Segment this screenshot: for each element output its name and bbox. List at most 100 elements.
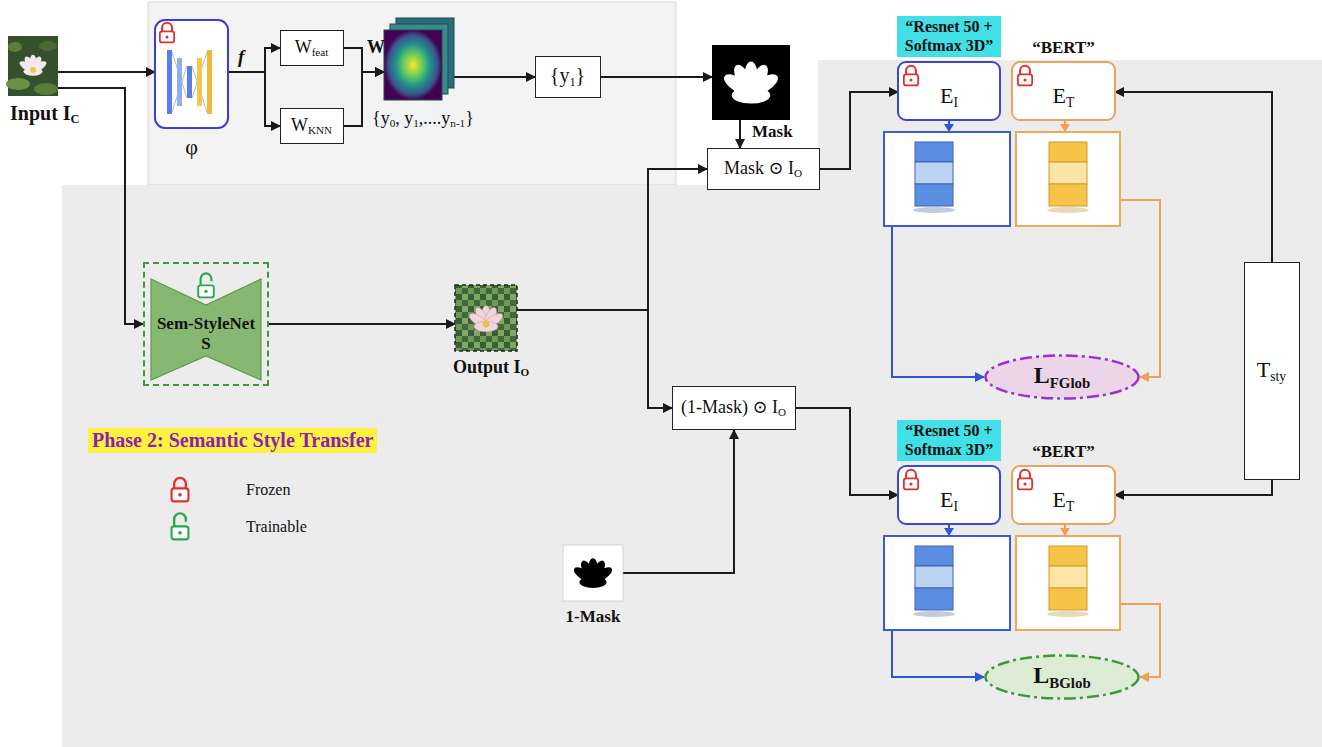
label-text: “BERT”: [1032, 38, 1095, 57]
text-block: ET: [1053, 83, 1075, 110]
text-line: φ: [185, 134, 198, 159]
label-text: Mask: [752, 122, 793, 141]
loss-ellipse: LFGlob: [984, 354, 1140, 400]
trainable-lock-icon: [172, 513, 189, 539]
label-text: E: [1053, 487, 1066, 512]
text-block: Tsty: [1257, 357, 1286, 384]
label-text: L: [1034, 362, 1050, 388]
loss-ellipse-shape: [986, 356, 1139, 399]
label-text: E: [940, 83, 953, 108]
label-text: L: [1033, 662, 1049, 688]
label-text: “BERT”: [1032, 442, 1095, 461]
text-line: ET: [1053, 83, 1075, 110]
text-line: S: [157, 334, 255, 354]
process-box: Wfeat: [280, 30, 344, 66]
connector-arrow: [623, 430, 734, 573]
output-photo: [455, 285, 517, 351]
text-block: WKNN: [291, 115, 332, 137]
text-block: {y0, y1,....yn-1}: [372, 108, 474, 130]
loss-ellipse: LBGlob: [984, 654, 1140, 700]
connector-arrow: [269, 323, 455, 325]
label-text: Phase 2: Semantic Style Transfer: [92, 429, 373, 451]
label-text: “Resnet 50 + Softmax 3D”: [905, 422, 993, 457]
masked-output-box: Mask ⊙ IO: [707, 148, 820, 190]
label-text: S: [201, 334, 210, 353]
label-text: E: [1053, 83, 1066, 108]
text-line: {y1}: [550, 64, 585, 89]
connector-arrow: [601, 76, 712, 78]
text-line: Phase 2: Semantic Style Transfer: [92, 429, 373, 452]
subscript: I: [953, 499, 958, 514]
text-block: EI: [940, 83, 958, 110]
embedding-boxes: [884, 124, 1120, 226]
text-encoder: “BERT”ET: [1012, 466, 1115, 524]
text-block: 1-Mask: [566, 607, 621, 627]
encoder-boxes: [898, 466, 1115, 524]
text-line: EI: [940, 83, 958, 110]
image-encoder: “Resnet 50 + Softmax 3D”EI: [898, 62, 1000, 120]
legend-label: Trainable: [246, 518, 307, 536]
label-text: ,....y: [419, 108, 451, 128]
text-line: LFGlob: [1034, 362, 1091, 391]
label-text: W: [295, 37, 312, 57]
label-text: Output I: [453, 357, 521, 377]
annotation-label: f: [238, 46, 244, 68]
subscript: FGlob: [1050, 375, 1091, 391]
input-photo: [6, 36, 58, 96]
label-text: Sem-StyleNet: [157, 314, 255, 333]
label-text: , y: [395, 108, 413, 128]
connector-arrow: [454, 76, 535, 78]
label-text: {y: [372, 108, 390, 128]
text-block: {y1}: [550, 64, 585, 89]
style-text-box: Tsty: [1244, 262, 1300, 480]
annotation-label: W: [367, 37, 385, 58]
text-block: Phase 2: Semantic Style Transfer: [88, 428, 377, 453]
subscript: I: [953, 95, 958, 110]
text-line: “BERT”: [1032, 442, 1095, 462]
text-line: “Resnet 50 + Softmax 3D”: [897, 18, 1001, 55]
label-text: (1-Mask) ⊙ I: [681, 397, 778, 417]
subscript: 1: [413, 117, 419, 129]
text-block: EI: [940, 487, 958, 514]
text-block: LFGlob: [1034, 362, 1091, 391]
subscript: O: [794, 167, 802, 179]
connector-arrow: [228, 72, 280, 126]
frozen-lock-icon: [172, 478, 189, 501]
image-encoder: “Resnet 50 + Softmax 3D”EI: [898, 466, 1000, 524]
text-line: Tsty: [1257, 357, 1286, 384]
subscript: T: [1066, 499, 1074, 514]
text-line: Output IO: [453, 357, 529, 379]
text-block: Input IC: [10, 102, 80, 127]
text-line: “BERT”: [1032, 38, 1095, 58]
text-encoder: “BERT”ET: [1012, 62, 1115, 120]
subscript: n-1: [450, 117, 465, 129]
output-image: Output IO: [455, 285, 517, 351]
text-block: Sem-StyleNetS: [157, 314, 255, 353]
heatmap-node: {y0, y1,....yn-1}: [384, 18, 454, 100]
inverse-mask-node: 1-Mask: [563, 545, 623, 601]
text-line: WKNN: [291, 115, 332, 137]
subscript: sty: [1270, 369, 1286, 384]
connector-arrow: [739, 120, 741, 148]
text-block: φ: [185, 134, 198, 159]
text-line: 1-Mask: [566, 607, 621, 627]
text-line: Sem-StyleNet: [157, 314, 255, 334]
label-text: }: [465, 108, 474, 128]
subscript: feat: [312, 46, 329, 58]
text-line: Wfeat: [295, 37, 329, 59]
connector-arrow: [1115, 92, 1272, 262]
mask-image: [712, 45, 790, 120]
top-panel: [148, 2, 676, 185]
label-text: }: [576, 64, 586, 86]
text-block: “BERT”: [1032, 38, 1095, 58]
encoder-boxes: [898, 62, 1115, 120]
text-line: Mask: [752, 122, 793, 142]
connector-arrow: [517, 310, 672, 408]
label-text: E: [940, 487, 953, 512]
text-line: ET: [1053, 487, 1075, 514]
bowtie-network: [151, 273, 261, 380]
text-block: “BERT”: [1032, 442, 1095, 462]
text-block: Mask ⊙ IO: [724, 158, 802, 180]
connector-arrow: [228, 48, 280, 72]
heatmap-stack: [384, 18, 454, 100]
